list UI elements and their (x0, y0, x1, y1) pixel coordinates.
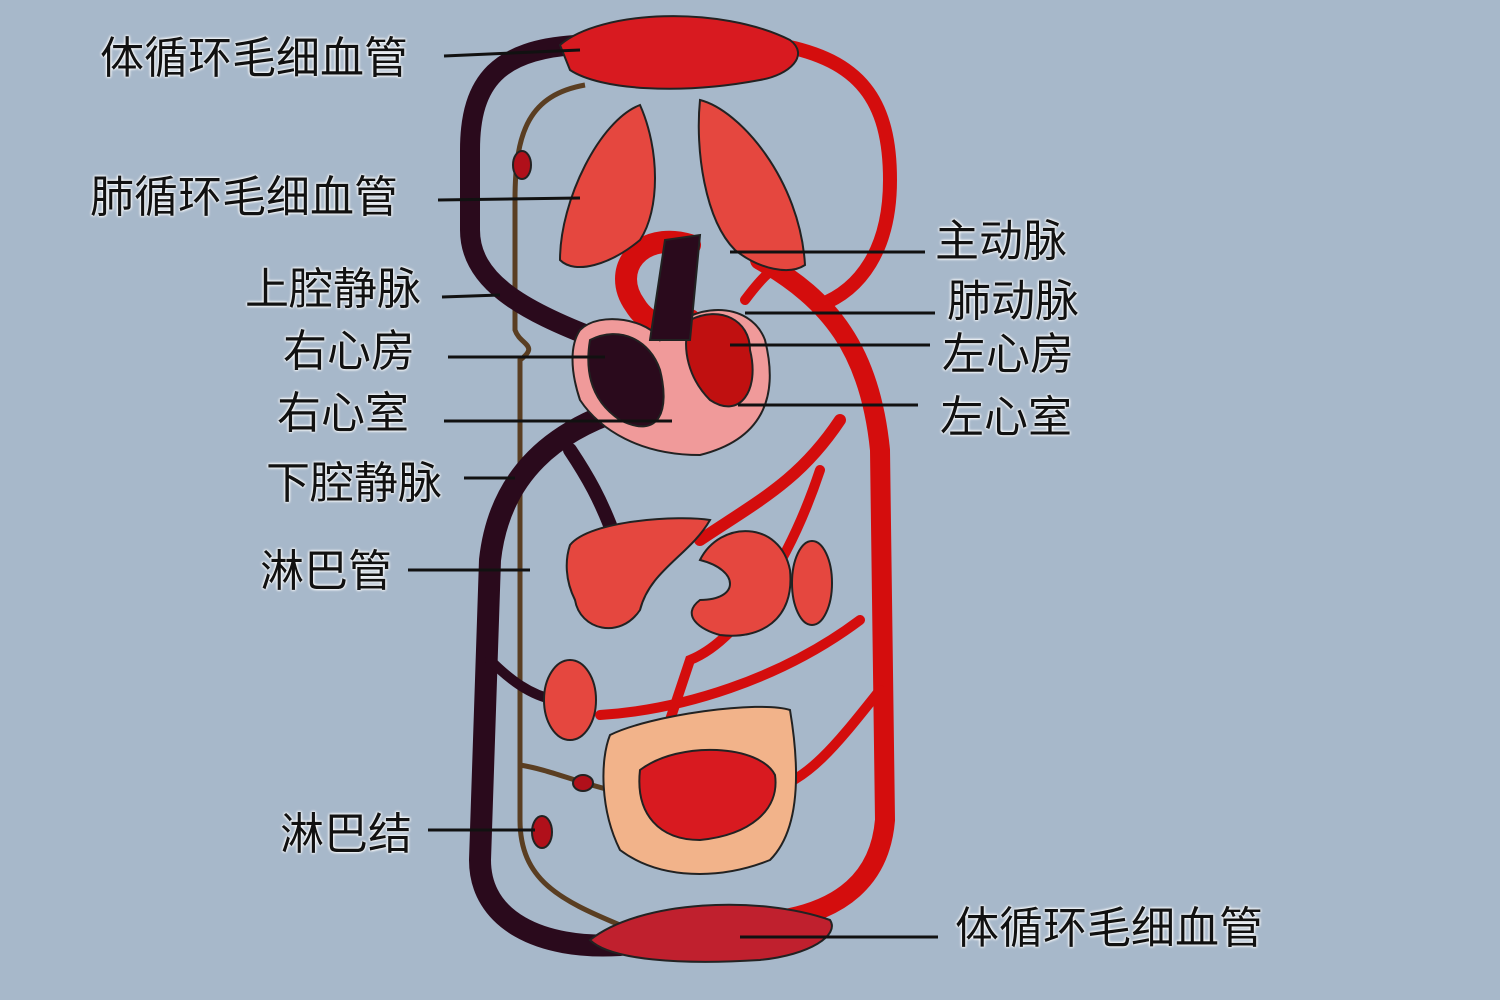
veins (460, 35, 631, 957)
label-superior-vena-cava: 上腔静脉 (245, 264, 421, 315)
label-systemic-capillaries-top: 体循环毛细血管 (100, 33, 408, 84)
capillary-bed-bottom (588, 903, 833, 963)
spleen (543, 659, 597, 741)
lungs (558, 98, 807, 271)
label-pulmonary-capillaries: 肺循环毛细血管 (90, 172, 398, 223)
label-left-atrium: 左心房 (942, 329, 1074, 380)
lymph-nodes (512, 150, 594, 849)
stomach (690, 530, 792, 637)
label-left-ventricle: 左心室 (940, 392, 1072, 443)
liver (565, 517, 712, 629)
label-lymph-node: 淋巴结 (280, 809, 412, 860)
capillary-beds (558, 15, 833, 963)
leader-lines (408, 48, 938, 939)
label-aorta: 主动脉 (935, 216, 1067, 267)
kidney (791, 540, 833, 626)
lymph-vessel (512, 82, 621, 928)
label-pulmonary-artery: 肺动脉 (947, 276, 1079, 327)
heart (571, 233, 771, 457)
intestines (638, 748, 777, 842)
label-lymph-vessel: 淋巴管 (260, 546, 392, 597)
label-right-atrium: 右心房 (283, 326, 415, 377)
abdominal-organs (543, 517, 833, 875)
capillary-bed-top (558, 15, 800, 90)
label-systemic-capillaries-bottom: 体循环毛细血管 (955, 903, 1263, 954)
label-inferior-vena-cava: 下腔静脉 (266, 458, 442, 509)
label-right-ventricle: 右心室 (277, 388, 409, 439)
